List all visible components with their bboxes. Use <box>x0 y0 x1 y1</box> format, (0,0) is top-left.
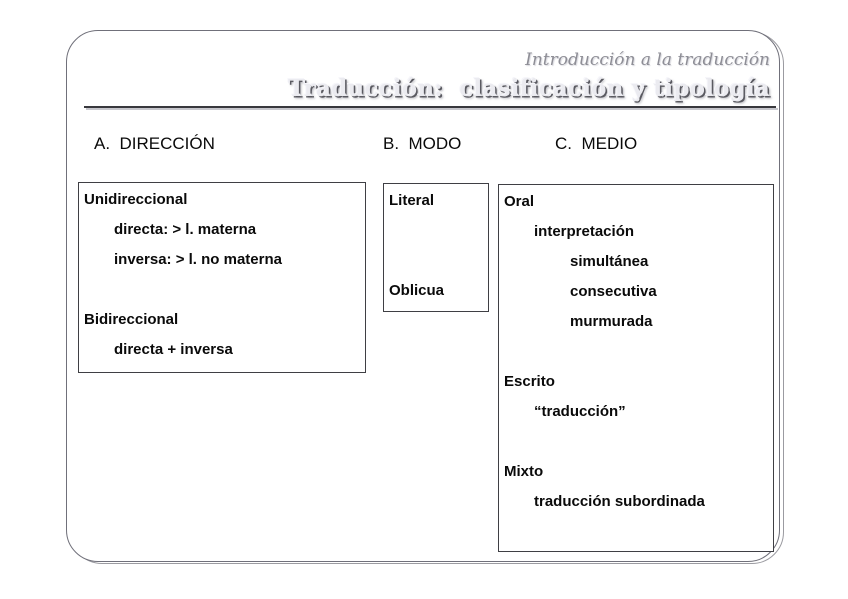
medio-line: interpretación <box>534 223 635 240</box>
medio-line: “traducción” <box>534 403 626 420</box>
column-header-medio: C. MEDIO <box>555 134 638 153</box>
modo-line <box>384 246 488 276</box>
medio-line: consecutiva <box>570 283 657 300</box>
column-header-direccion: A. DIRECCIÓN <box>94 134 215 153</box>
modo-line: Oblicua <box>389 282 445 299</box>
modo-box: Literal Oblicua <box>383 183 489 312</box>
direccion-line: Unidireccional <box>84 191 188 208</box>
column-header-modo: B. MODO <box>383 134 462 153</box>
course-subtitle: Introducción a la traducción <box>525 50 770 70</box>
slide-title: Traducción: clasificación y tipología <box>288 75 770 102</box>
header-divider <box>84 106 776 108</box>
direccion-line: inversa: > l. no materna <box>114 251 282 268</box>
modo-line <box>384 216 488 246</box>
direccion-line: directa: > l. materna <box>114 221 257 238</box>
medio-line: traducción subordinada <box>534 493 705 510</box>
direccion-line <box>79 275 365 305</box>
medio-line <box>499 337 773 367</box>
direccion-box: Unidireccional directa: > l. materna inv… <box>78 182 366 373</box>
direccion-line: Bidireccional <box>84 311 179 328</box>
medio-line: Oral <box>504 193 535 210</box>
medio-line: murmurada <box>570 313 653 330</box>
medio-line: simultánea <box>570 253 649 270</box>
direccion-line: directa + inversa <box>114 341 233 358</box>
medio-box: Oral interpretación simultánea consecuti… <box>498 184 774 552</box>
medio-line: Mixto <box>504 463 544 480</box>
medio-line <box>499 427 773 457</box>
modo-line: Literal <box>389 192 435 209</box>
medio-line: Escrito <box>504 373 555 390</box>
